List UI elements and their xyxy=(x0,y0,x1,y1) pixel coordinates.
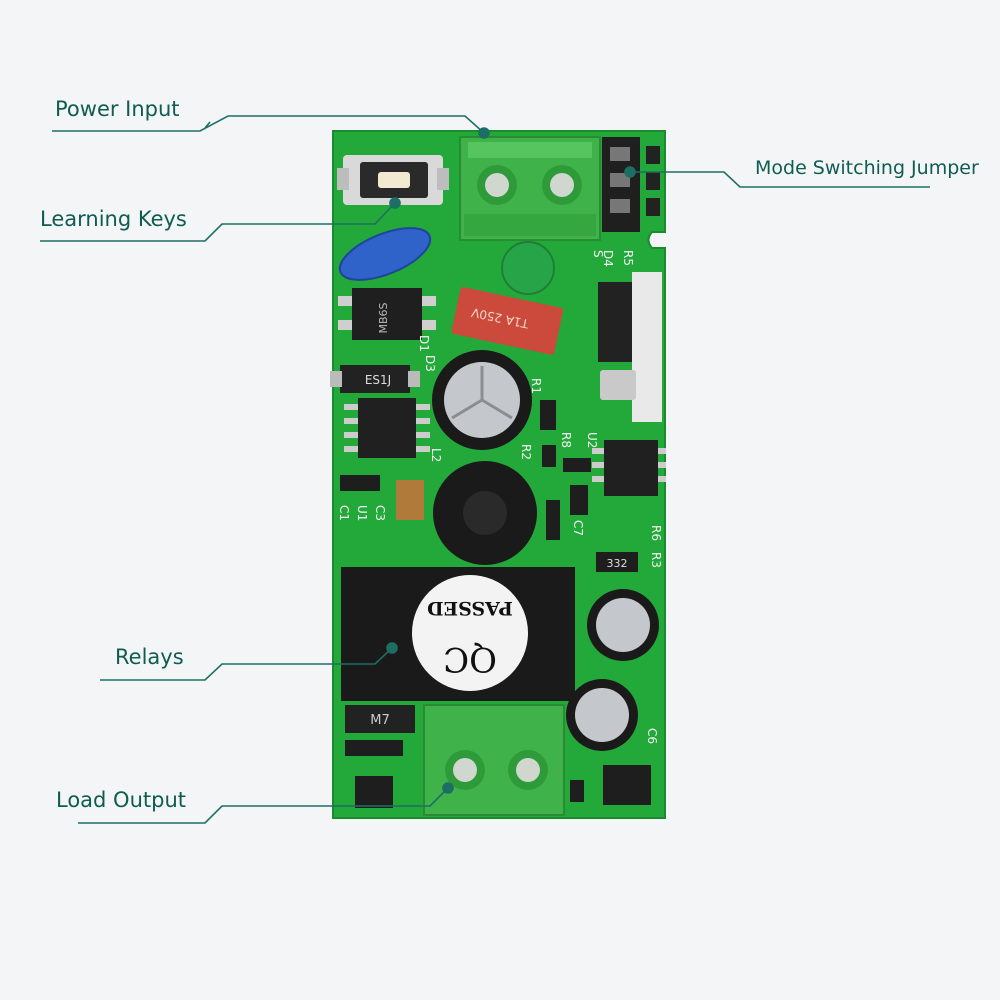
electrolytic-capacitor-c6 xyxy=(566,679,638,751)
diode-es1j-marking: ES1J xyxy=(365,373,391,387)
silk-r8: R8 xyxy=(559,432,573,448)
label-relays: Relays xyxy=(115,645,184,669)
electrolytic-capacitor-c5 xyxy=(587,589,659,661)
bridge-rectifier xyxy=(338,288,436,340)
silk-c6: C6 xyxy=(645,728,659,744)
silk-r3: R3 xyxy=(649,552,663,568)
rf-module xyxy=(598,272,662,422)
green-varistor xyxy=(501,241,555,295)
silk-r2: R2 xyxy=(519,444,533,460)
silk-s: S xyxy=(591,250,605,258)
relay xyxy=(341,567,575,701)
power-input-terminal xyxy=(459,136,601,241)
diode-m7 xyxy=(345,705,415,733)
inductor-l2 xyxy=(433,461,537,565)
ic-u1 xyxy=(344,398,430,458)
silk-l2: L2 xyxy=(429,448,443,462)
label-power-input: Power Input xyxy=(55,97,180,121)
silk-d1: D1 xyxy=(417,335,431,352)
silk-r5: R5 xyxy=(621,250,635,266)
silk-d3: D3 xyxy=(423,355,437,372)
silk-r6: R6 xyxy=(649,525,663,541)
qc-sticker-top: PASSED xyxy=(427,597,513,619)
load-output-terminal xyxy=(423,704,565,816)
label-learning-keys: Learning Keys xyxy=(40,207,187,231)
label-load-output: Load Output xyxy=(56,788,186,812)
silk-c3: C3 xyxy=(373,505,387,521)
learning-key-switch xyxy=(337,155,449,205)
label-mode-jumper: Mode Switching Jumper xyxy=(755,157,979,179)
ic-u2 xyxy=(592,440,666,496)
silk-d4: D4 xyxy=(601,250,615,267)
silk-u1: U1 xyxy=(355,505,369,521)
fuse xyxy=(451,287,564,355)
silk-u2: U2 xyxy=(585,432,599,448)
resistor-332-marking: 332 xyxy=(607,557,628,570)
resistor-332 xyxy=(596,552,638,572)
bridge-marking: MB6S xyxy=(377,302,390,333)
diode-m7-marking: M7 xyxy=(370,713,390,728)
electrolytic-capacitor-main xyxy=(432,350,532,450)
smd-components xyxy=(340,400,651,808)
diode-es1j xyxy=(330,365,420,393)
silk-r1: R1 xyxy=(529,378,543,394)
qc-sticker-bottom: QC xyxy=(443,639,497,679)
silk-c7: C7 xyxy=(571,520,585,536)
silk-c1: C1 xyxy=(337,505,351,521)
